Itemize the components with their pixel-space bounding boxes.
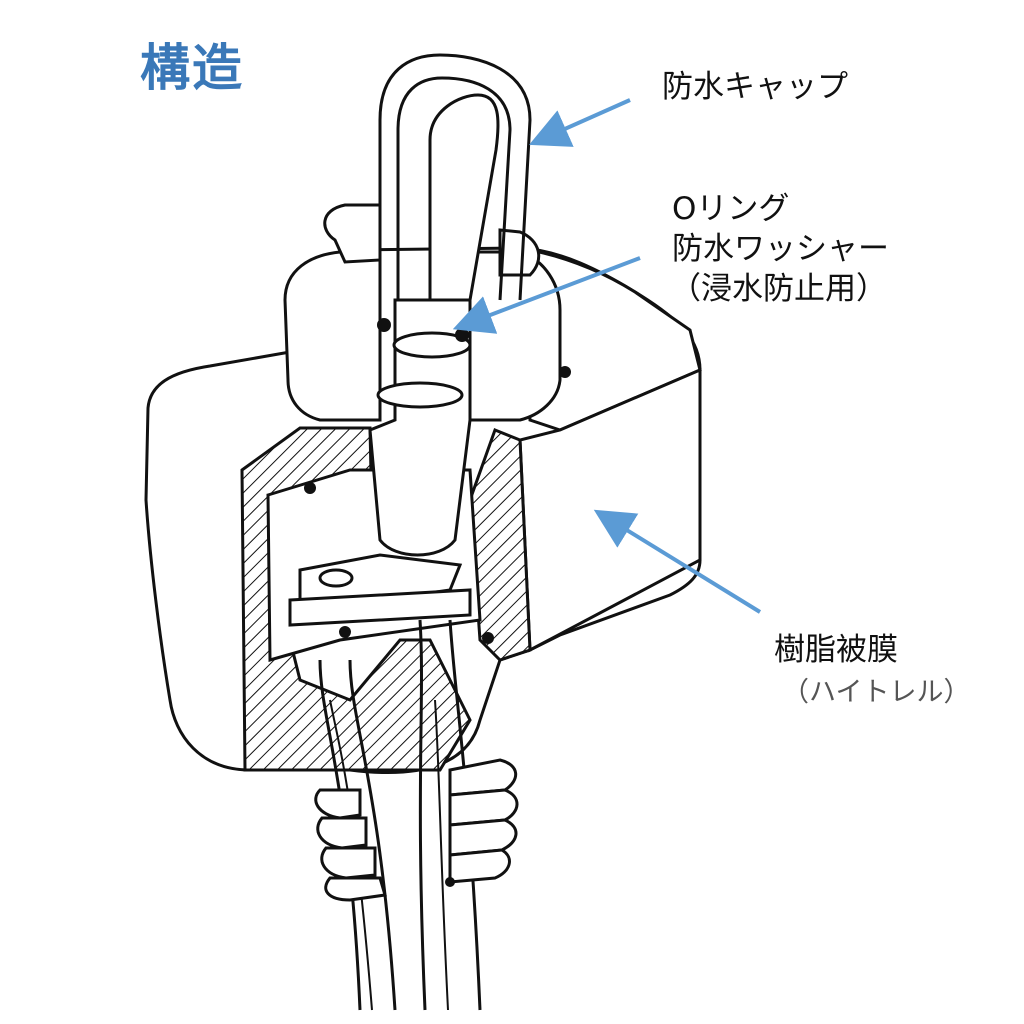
washer-seal-left	[304, 482, 316, 494]
arrow-oring	[452, 256, 641, 334]
housing-top-plate	[518, 246, 702, 432]
washer-seal-right	[559, 366, 571, 378]
arrow-cap	[529, 98, 631, 147]
seal-inner-right	[482, 632, 494, 644]
cable-left	[318, 659, 397, 1011]
label-washer-note: （浸水防止用）	[670, 271, 887, 307]
post-ring-lower	[376, 381, 464, 409]
post-ring	[392, 331, 472, 359]
arrow-resin	[593, 509, 762, 614]
label-resin-note: （ハイトレル）	[782, 677, 971, 708]
lug-plate	[288, 588, 472, 627]
center-post	[368, 298, 472, 557]
cable-right	[418, 619, 482, 1011]
label-waterproof-washer: 防水ワッシャー	[672, 231, 889, 267]
label-waterproof-cap: 防水キャップ	[662, 69, 848, 105]
lug-hole	[318, 568, 354, 588]
strain-relief-right	[448, 758, 519, 884]
oring-seal-right	[455, 328, 469, 342]
label-resin-coating: 樹脂被膜	[774, 632, 898, 668]
seal-inner-left	[339, 626, 351, 638]
page-title: 構造	[140, 39, 244, 97]
waterproof-cap-inner	[396, 76, 512, 301]
strain-relief-left	[314, 788, 387, 902]
collar-lobe-right	[498, 228, 541, 277]
collar-left	[283, 250, 382, 422]
waterproof-cap-outer	[378, 53, 532, 301]
seal-cable-right	[445, 877, 455, 887]
waterproof-cap-plug	[428, 93, 500, 302]
oring-seal-left	[377, 318, 391, 332]
cable-core-right	[434, 699, 449, 1011]
label-oring: Oリング	[672, 191, 790, 227]
collar-right	[468, 250, 562, 422]
